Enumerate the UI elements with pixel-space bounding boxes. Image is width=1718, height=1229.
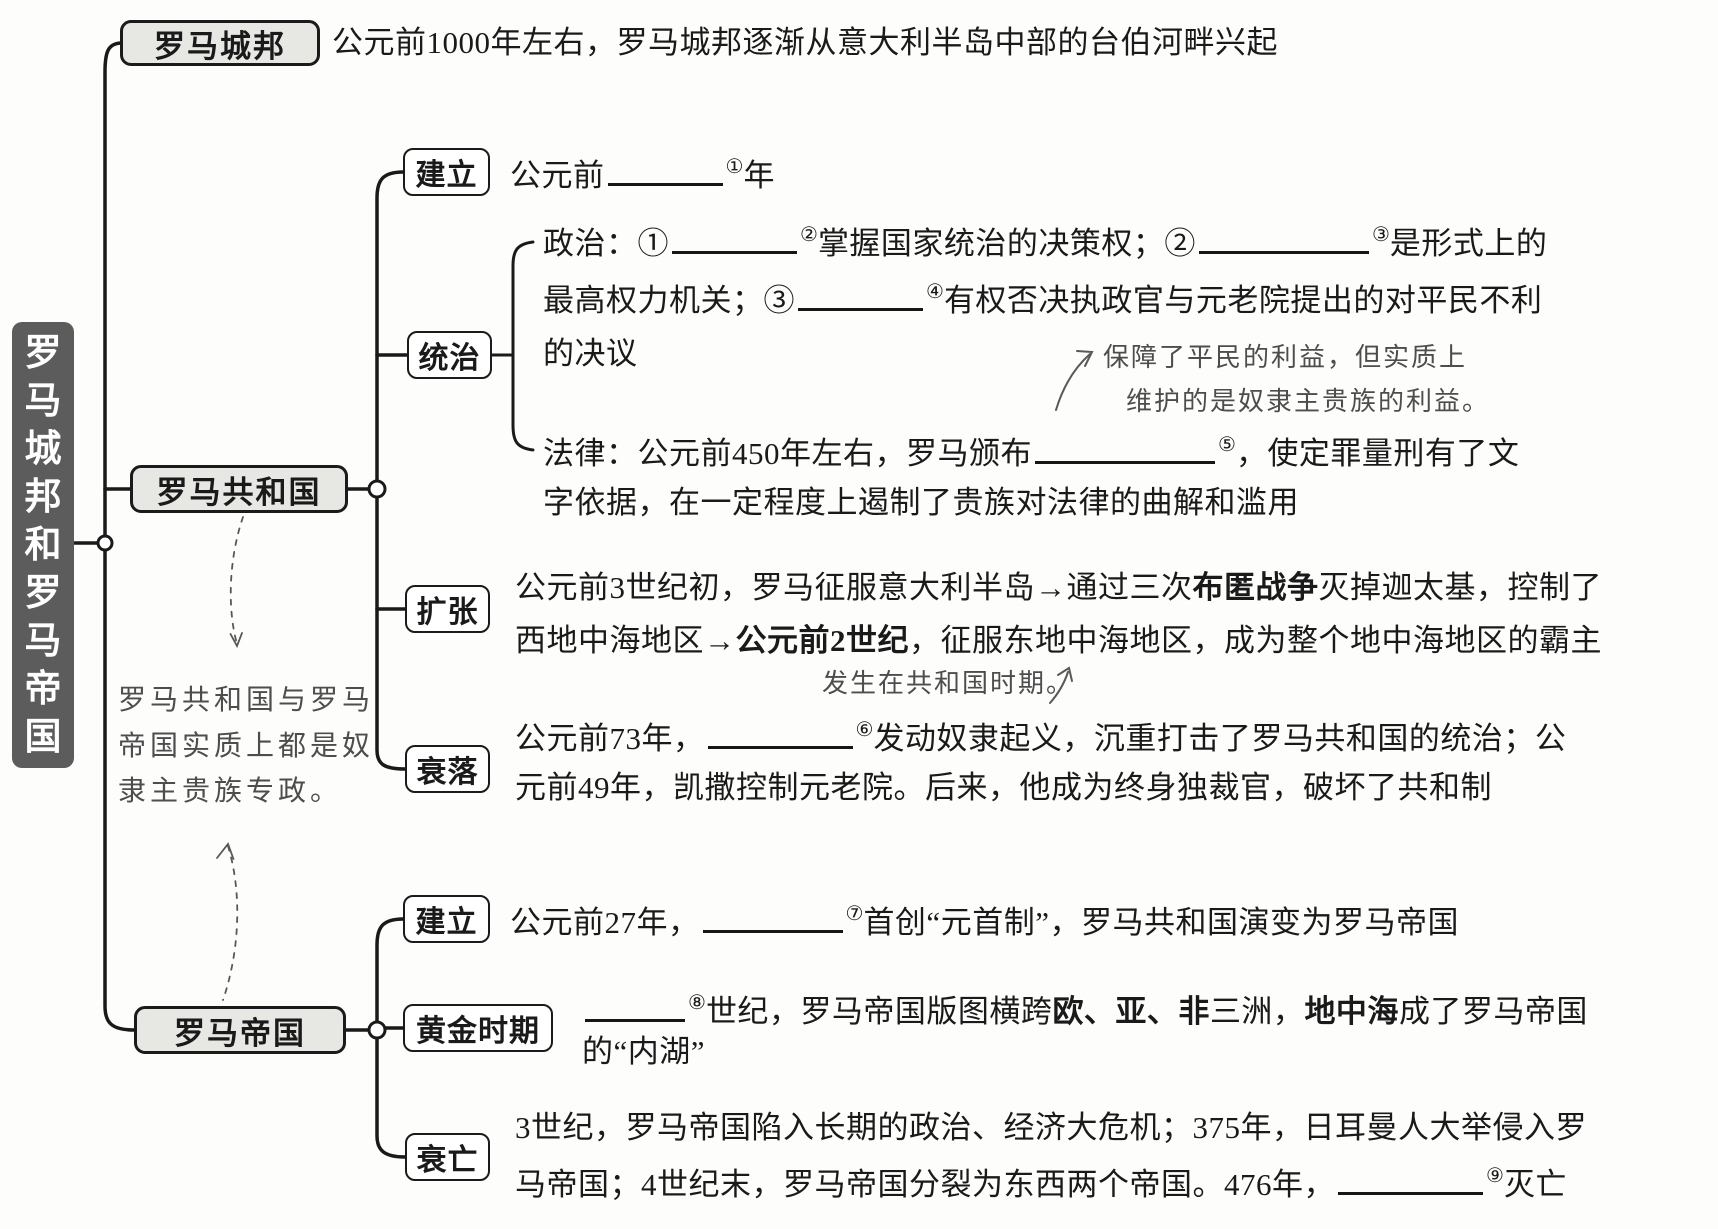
node-republic-expansion: 扩张 xyxy=(405,585,490,633)
law-text-line-2: 字依据，在一定程度上遏制了贵族对法律的曲解和滥用 xyxy=(543,485,1299,520)
fall-text-line-2: 马帝国；4世纪末，罗马帝国分裂为东西两个帝国。476年，⑨灭亡 xyxy=(515,1162,1567,1208)
margin-note-politics-line-2: 维护的是奴隶主贵族的利益。 xyxy=(1126,387,1491,417)
node-empire-golden-age: 黄金时期 xyxy=(403,1004,553,1052)
decline-text-line-1: 公元前73年，⑥发动奴隶起义，沉重打击了罗马共和国的统治；公 xyxy=(515,716,1566,762)
node-label: 罗马帝国 xyxy=(174,1015,306,1051)
node-label: 罗马共和国 xyxy=(156,474,322,510)
expansion-text-line-1: 公元前3世纪初，罗马征服意大利半岛→通过三次布匿战争灭掉迦太基，控制了 xyxy=(515,570,1602,605)
node-republic-rule: 统治 xyxy=(407,331,492,379)
expansion-text-line-2: 西地中海地区→公元前2世纪，征服东地中海地区，成为整个地中海地区的霸主 xyxy=(515,623,1602,658)
margin-note-politics-line-1: 保障了平民的利益，但实质上 xyxy=(1103,343,1468,373)
node-empire-fall: 衰亡 xyxy=(405,1133,490,1181)
node-roman-empire: 罗马帝国 xyxy=(134,1006,346,1054)
rule-bracket xyxy=(511,240,535,452)
dashed-arrow-empire-to-note xyxy=(222,845,239,1001)
city-state-desc: 公元前1000年左右，罗马城邦逐渐从意大利半岛中部的台伯河畔兴起 xyxy=(332,25,1278,60)
politics-text-line-3: 的决议 xyxy=(543,336,638,371)
root-node: 罗马城邦和罗马帝国 xyxy=(12,322,74,768)
node-label: 建立 xyxy=(415,906,478,939)
node-label: 扩张 xyxy=(416,596,479,629)
dashed-arrow-republic-to-note xyxy=(229,516,244,645)
left-margin-note-line-2: 帝国实质上都是奴 xyxy=(118,729,375,762)
golden-age-text-line-2: 的“内湖” xyxy=(582,1034,706,1069)
curved-arrow-politics-note-head xyxy=(1076,350,1094,367)
republic-children-spine xyxy=(375,170,407,771)
node-roman-city-state: 罗马城邦 xyxy=(120,20,320,66)
node-label: 建立 xyxy=(415,159,478,192)
curved-arrow-expansion-note-head xyxy=(1057,666,1073,682)
junction-dot-root xyxy=(96,534,114,552)
node-label: 衰落 xyxy=(416,756,479,789)
node-republic-founding: 建立 xyxy=(403,148,490,196)
empire-children-spine xyxy=(375,917,407,1159)
node-label: 衰亡 xyxy=(416,1144,479,1177)
curved-arrow-expansion-note xyxy=(1049,671,1069,704)
junction-dot-republic xyxy=(367,479,387,499)
node-empire-founding: 建立 xyxy=(403,895,490,943)
root-node-label: 罗马城邦和罗马帝国 xyxy=(24,332,62,757)
node-label: 统治 xyxy=(418,342,481,375)
left-margin-note-line-1: 罗马共和国与罗马 xyxy=(118,683,375,716)
margin-note-expansion: 发生在共和国时期。 xyxy=(822,669,1075,699)
decline-text-line-2: 元前49年，凯撒控制元老院。后来，他成为终身独裁官，破坏了共和制 xyxy=(515,770,1492,805)
node-label: 黄金时期 xyxy=(416,1015,540,1048)
left-margin-note-line-3: 隶主贵族专政。 xyxy=(118,774,343,807)
curved-arrow-politics-note xyxy=(1055,353,1091,411)
fall-text-line-1: 3世纪，罗马帝国陷入长期的政治、经济大危机；375年，日耳曼人大举侵入罗 xyxy=(515,1110,1587,1145)
dashed-arrow-empire-to-note-head xyxy=(216,842,235,860)
node-label: 罗马城邦 xyxy=(154,28,286,64)
node-republic-decline: 衰落 xyxy=(405,745,490,793)
dashed-arrow-republic-to-note-head xyxy=(229,632,243,649)
junction-dot-empire xyxy=(367,1020,387,1040)
golden-age-text-line-1: ⑧世纪，罗马帝国版图横跨欧、亚、非三洲，地中海成了罗马帝国 xyxy=(582,989,1588,1035)
node-roman-republic: 罗马共和国 xyxy=(130,465,348,513)
empire-founding-text: 公元前27年，⑦首创“元首制”，罗马共和国演变为罗马帝国 xyxy=(510,900,1459,946)
